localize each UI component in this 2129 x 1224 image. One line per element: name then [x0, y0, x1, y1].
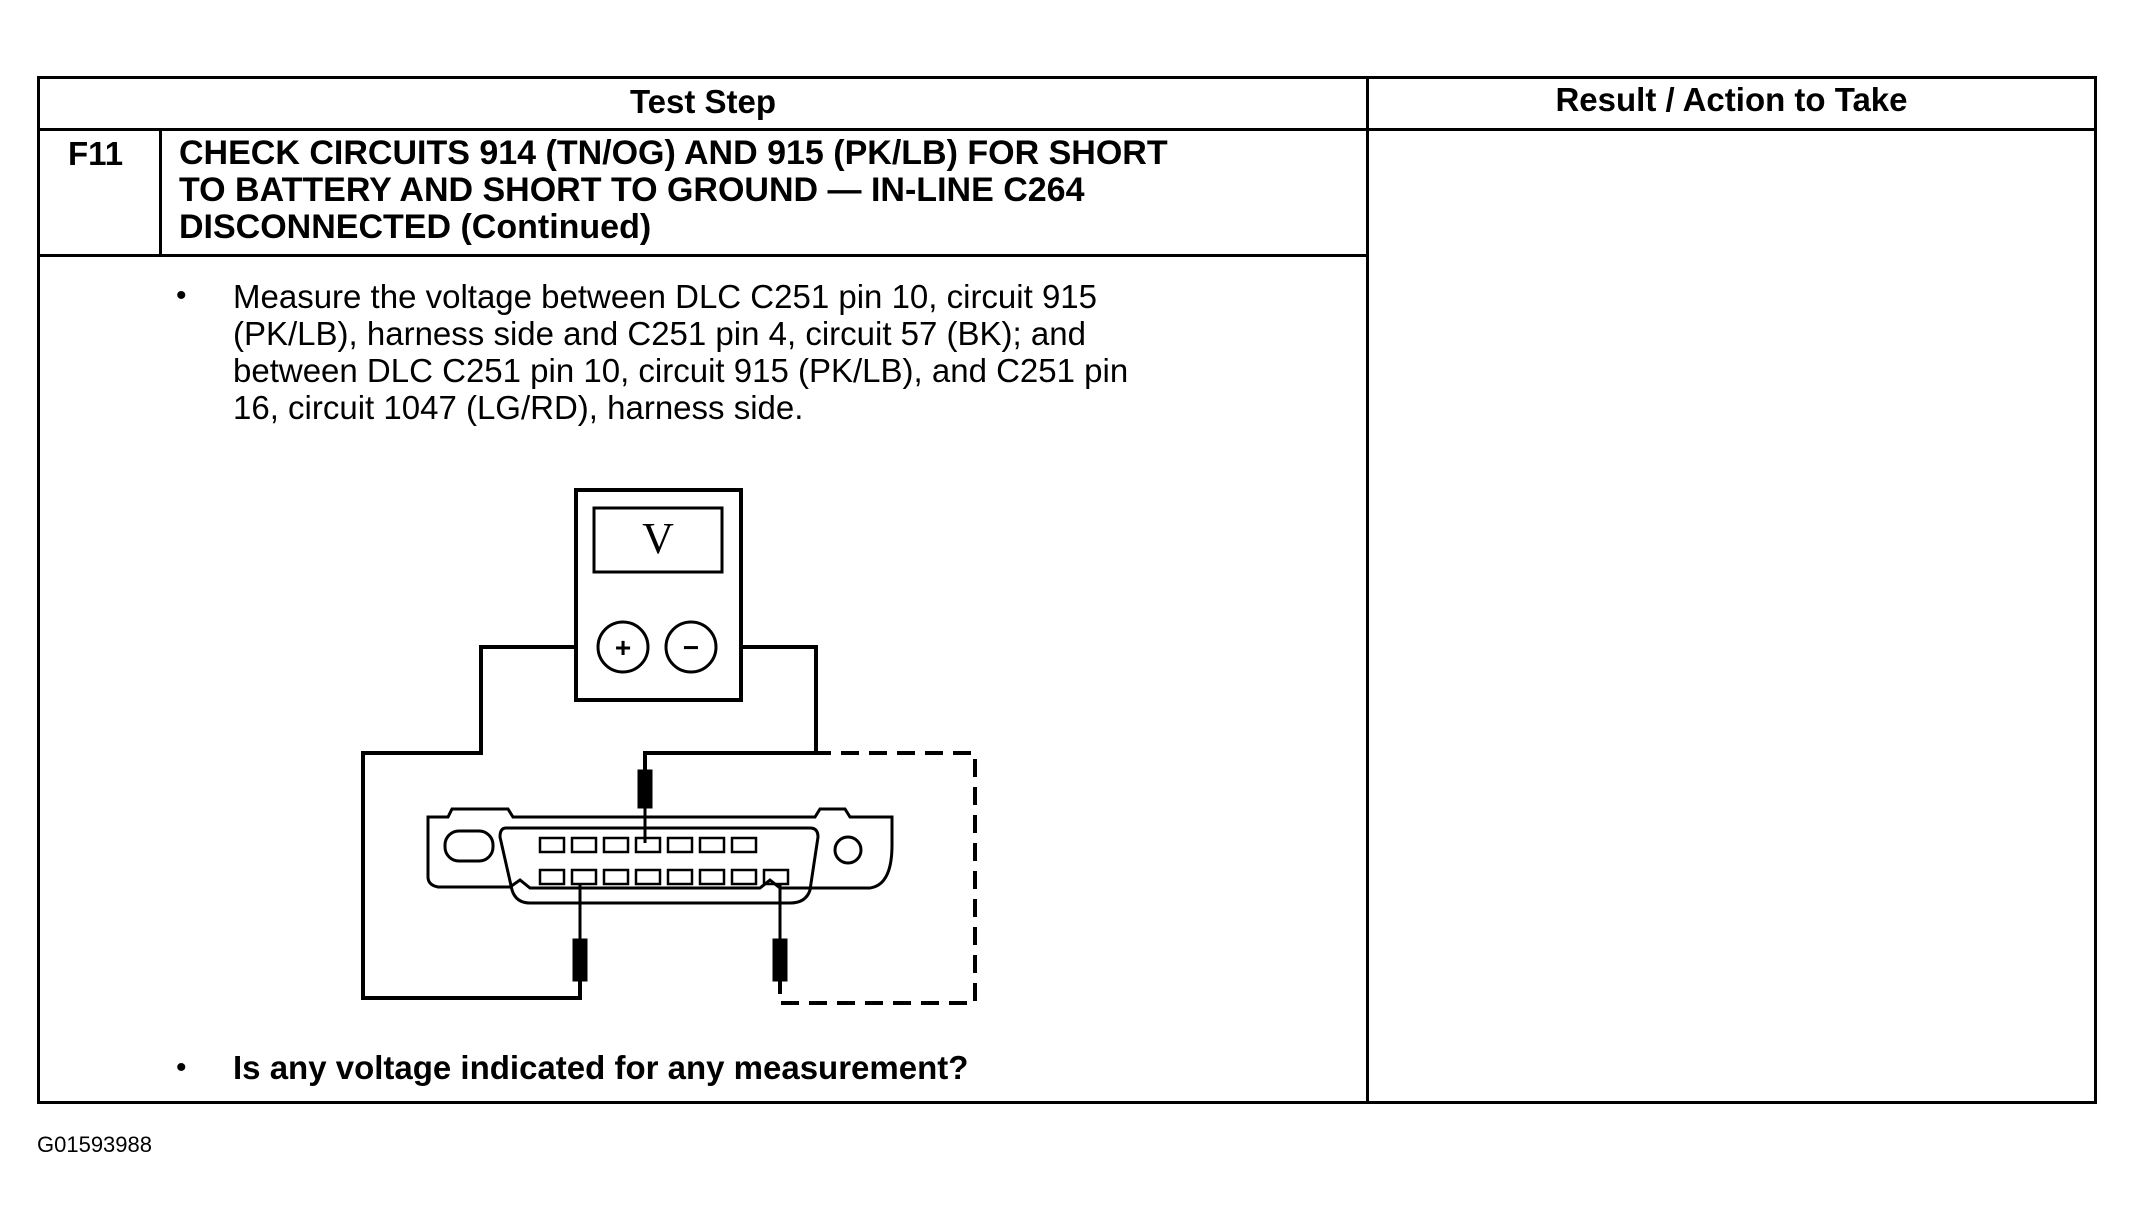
dlc-connector-housing [426, 807, 894, 890]
dlc-connector-face [498, 826, 820, 905]
header-result-action: Result / Action to Take [1555, 81, 1908, 118]
voltmeter-dlc-diagram: V + − [361, 488, 977, 1005]
figure-code: G01593988 [37, 1132, 152, 1157]
positive-terminal-label: + [615, 632, 631, 663]
negative-terminal-label: − [683, 632, 699, 663]
instruction-line: between DLC C251 pin 10, circuit 915 (PK… [233, 352, 1129, 389]
mounting-slot-left [443, 829, 495, 863]
instruction-line: (PK/LB), harness side and C251 pin 4, ci… [233, 315, 1086, 352]
probe-pin-4 [572, 938, 588, 982]
step-title-line: DISCONNECTED (Continued) [179, 208, 652, 246]
header-test-step: Test Step [629, 83, 777, 120]
probe-top [637, 769, 653, 809]
title-row-divider [40, 254, 1366, 257]
probe-pin-16 [772, 938, 788, 982]
positive-lead [361, 645, 582, 1000]
mounting-hole-right [833, 835, 863, 865]
step-title-line: TO BATTERY AND SHORT TO GROUND — IN-LINE… [179, 171, 1085, 209]
column-divider [1366, 79, 1369, 1101]
negative-lead-dashed [645, 751, 977, 1005]
step-id: F11 [68, 135, 124, 172]
bullet-marker: • [176, 1051, 187, 1084]
instruction-line: 16, circuit 1047 (LG/RD), harness side. [233, 389, 804, 426]
voltmeter-body [574, 488, 743, 702]
question-text: Is any voltage indicated for any measure… [233, 1049, 969, 1086]
header-divider [40, 128, 2094, 131]
negative-terminal-icon [664, 620, 718, 674]
meter-display-label: V [642, 514, 674, 563]
test-step-table: Test Step Result / Action to Take F11 CH… [37, 76, 2097, 1104]
instruction-text: Measure the voltage between DLC C251 pin… [233, 278, 1353, 426]
bullet-marker: • [176, 279, 187, 312]
step-title: CHECK CIRCUITS 914 (TN/OG) AND 915 (PK/L… [179, 135, 1359, 246]
step-title-line: CHECK CIRCUITS 914 (TN/OG) AND 915 (PK/L… [179, 134, 1168, 172]
instruction-line: Measure the voltage between DLC C251 pin… [233, 278, 1098, 315]
positive-terminal-icon [596, 620, 650, 674]
voltmeter-display [592, 506, 724, 574]
step-id-divider [159, 128, 162, 256]
